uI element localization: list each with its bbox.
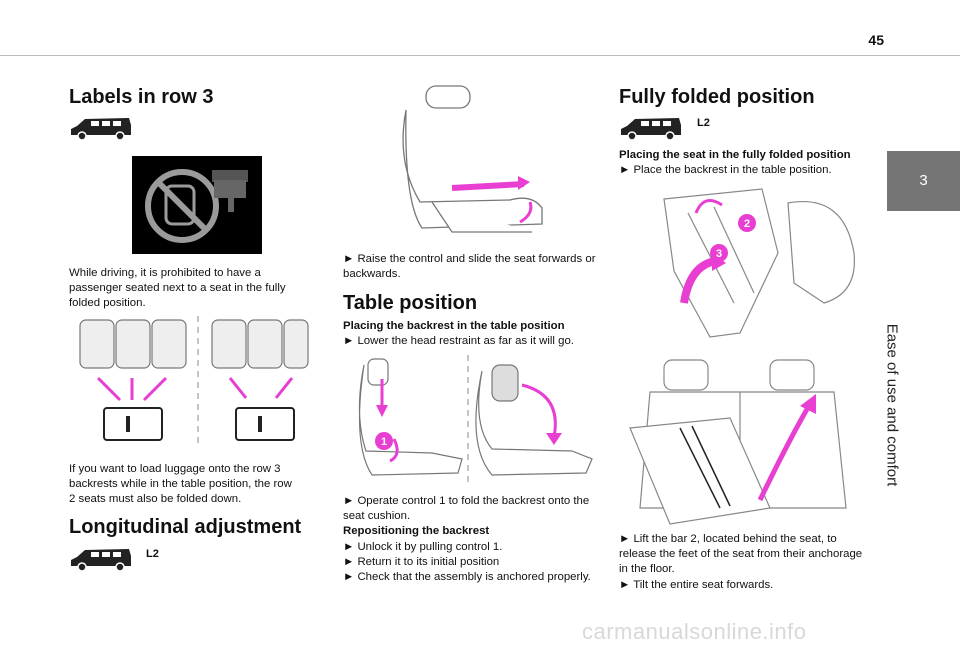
heading-labels-row3: Labels in row 3 bbox=[69, 86, 214, 108]
step-check-anchored: ► Check that the assembly is anchored pr… bbox=[343, 571, 591, 584]
repositioning-instructions: ► Operate control 1 to fold the backrest… bbox=[343, 494, 605, 585]
seat-slide-illustration bbox=[402, 85, 543, 233]
step-return: ► Return it to its initial position bbox=[343, 555, 500, 568]
subheading-repositioning: Repositioning the backrest bbox=[343, 525, 490, 538]
callout-1: 1 bbox=[381, 436, 387, 448]
version-badge: L2 bbox=[697, 117, 710, 129]
step-lower-head-restraint: ► Lower the head restraint as far as it … bbox=[343, 335, 574, 348]
paragraph-slide: ► Raise the control and slide the seat f… bbox=[343, 253, 596, 281]
callout-3: 3 bbox=[716, 248, 722, 260]
heading-table-position: Table position bbox=[343, 292, 478, 314]
subheading-placing-backrest: Placing the backrest in the table positi… bbox=[343, 320, 565, 332]
step-backrest-table: ► Place the backrest in the table positi… bbox=[619, 164, 832, 177]
heading-fully-folded: Fully folded position bbox=[619, 86, 815, 108]
step-lift-bar: ► Lift the bar 2, located behind the sea… bbox=[619, 533, 863, 576]
step-tilt-seat: ► Tilt the entire seat forwards. bbox=[619, 578, 774, 591]
tilt-instructions: ► Lift the bar 2, located behind the sea… bbox=[619, 532, 864, 593]
version-badge: L2 bbox=[146, 548, 159, 560]
header-rule bbox=[0, 55, 960, 56]
car-icon bbox=[621, 118, 681, 140]
seat-tilt-illustration bbox=[629, 359, 847, 525]
chapter-title: Ease of use and comfort bbox=[883, 323, 901, 487]
heading-longitudinal: Longitudinal adjustment bbox=[69, 516, 302, 538]
car-icon bbox=[71, 118, 131, 140]
callout-2: 2 bbox=[744, 218, 750, 230]
step-operate-control: ► Operate control 1 to fold the backrest… bbox=[343, 495, 590, 523]
table-position-illustration: 1 bbox=[358, 355, 593, 483]
car-icon bbox=[71, 549, 131, 571]
seat-release-illustration: 2 3 bbox=[663, 188, 856, 338]
fully-folded-instructions: Placing the seat in the fully folded pos… bbox=[619, 148, 864, 178]
subheading-placing-seat: Placing the seat in the fully folded pos… bbox=[619, 149, 851, 161]
table-position-instructions: Placing the backrest in the table positi… bbox=[343, 319, 605, 349]
chapter-tab[interactable]: 3 bbox=[887, 151, 960, 211]
row3-seats-illustration bbox=[79, 316, 309, 446]
step-unlock: ► Unlock it by pulling control 1. bbox=[343, 540, 503, 553]
paragraph-prohibited: While driving, it is prohibited to have … bbox=[69, 267, 286, 310]
paragraph-luggage: If you want to load luggage onto the row… bbox=[69, 463, 292, 506]
footer-watermark: carmanualsonline.info bbox=[582, 619, 807, 644]
prohibition-label-image bbox=[132, 156, 262, 254]
page-number: 45 bbox=[868, 32, 884, 48]
